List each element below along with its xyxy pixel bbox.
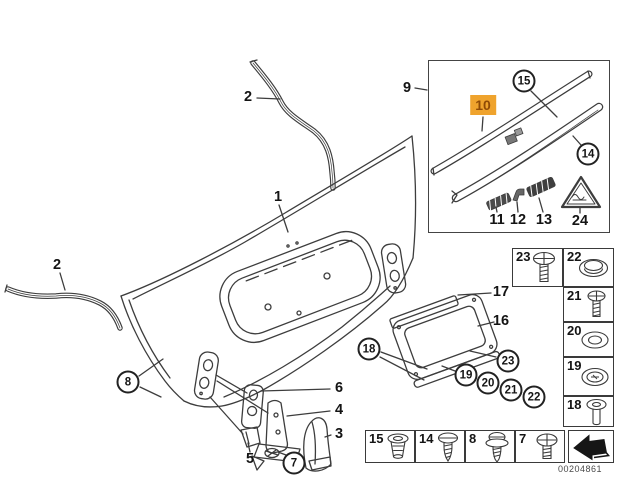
- part-box-21-label: 21: [567, 288, 582, 303]
- part-box-18-label: 18: [567, 397, 582, 412]
- callout-circle-8[interactable]: 8: [116, 370, 140, 394]
- part-box-19[interactable]: 19: [563, 357, 614, 396]
- cap-nut-washer-icon: [578, 258, 609, 277]
- washer-icon: [581, 330, 609, 349]
- part-box-14[interactable]: 14: [415, 430, 465, 463]
- callout-10-highlighted[interactable]: 10: [470, 95, 496, 115]
- callout-12[interactable]: 12: [509, 211, 527, 228]
- part-box-22[interactable]: 22: [563, 248, 614, 287]
- part-box-23[interactable]: 23: [512, 248, 563, 287]
- part-box-22-label: 22: [567, 249, 582, 264]
- part-box-15[interactable]: 15: [365, 430, 415, 463]
- callout-circle-23[interactable]: 23: [496, 349, 520, 373]
- doc-number: 00204861: [558, 464, 603, 474]
- callout-circle-15[interactable]: 15: [512, 69, 536, 93]
- callout-circle-20[interactable]: 20: [476, 371, 500, 395]
- callout-2-left[interactable]: 2: [52, 256, 62, 273]
- callout-circle-14[interactable]: 14: [576, 142, 600, 166]
- detail-box-grip-strip: [428, 60, 610, 233]
- part-box-18[interactable]: 18: [563, 396, 614, 427]
- part-box-7[interactable]: 7: [515, 430, 565, 463]
- callout-16[interactable]: 16: [492, 312, 510, 329]
- callout-circle-7[interactable]: 7: [282, 451, 306, 475]
- part-box-20[interactable]: 20: [563, 322, 614, 357]
- back-arrow-icon: [573, 434, 611, 461]
- round-head-screw-icon: [587, 289, 606, 317]
- callout-13[interactable]: 13: [535, 211, 553, 228]
- callout-circle-21[interactable]: 21: [499, 378, 523, 402]
- blind-rivet-icon: [586, 398, 607, 425]
- callout-5[interactable]: 5: [245, 450, 255, 467]
- callout-3[interactable]: 3: [334, 425, 344, 442]
- callout-circle-18[interactable]: 18: [357, 337, 381, 361]
- round-head-screw-icon: [532, 251, 556, 282]
- back-button[interactable]: [568, 430, 614, 463]
- part-box-8-label: 8: [469, 431, 477, 446]
- tapping-screw-icon: [437, 431, 459, 462]
- part-box-19-label: 19: [567, 358, 582, 373]
- part-box-23-label: 23: [516, 249, 531, 264]
- callout-24[interactable]: 24: [571, 212, 589, 229]
- callout-circle-19[interactable]: 19: [454, 363, 478, 387]
- callout-4[interactable]: 4: [334, 401, 344, 418]
- callout-circle-22[interactable]: 22: [522, 385, 546, 409]
- expanding-nut-icon: [387, 432, 409, 459]
- callout-17[interactable]: 17: [492, 283, 510, 300]
- part-box-8[interactable]: 8: [465, 430, 515, 463]
- part-box-21[interactable]: 21: [563, 287, 614, 322]
- part-box-14-label: 14: [419, 431, 434, 446]
- part-box-15-label: 15: [369, 431, 384, 446]
- callout-2-top[interactable]: 2: [243, 88, 253, 105]
- round-head-screw-icon: [536, 432, 558, 459]
- part-box-7-label: 7: [519, 431, 527, 446]
- callout-9[interactable]: 9: [402, 79, 412, 96]
- part-box-20-label: 20: [567, 323, 582, 338]
- callout-6[interactable]: 6: [334, 379, 344, 396]
- grommet-nut-icon: [581, 367, 609, 386]
- screw-with-washer-icon: [485, 431, 509, 462]
- callout-1[interactable]: 1: [273, 188, 283, 205]
- callout-11[interactable]: 11: [489, 211, 505, 228]
